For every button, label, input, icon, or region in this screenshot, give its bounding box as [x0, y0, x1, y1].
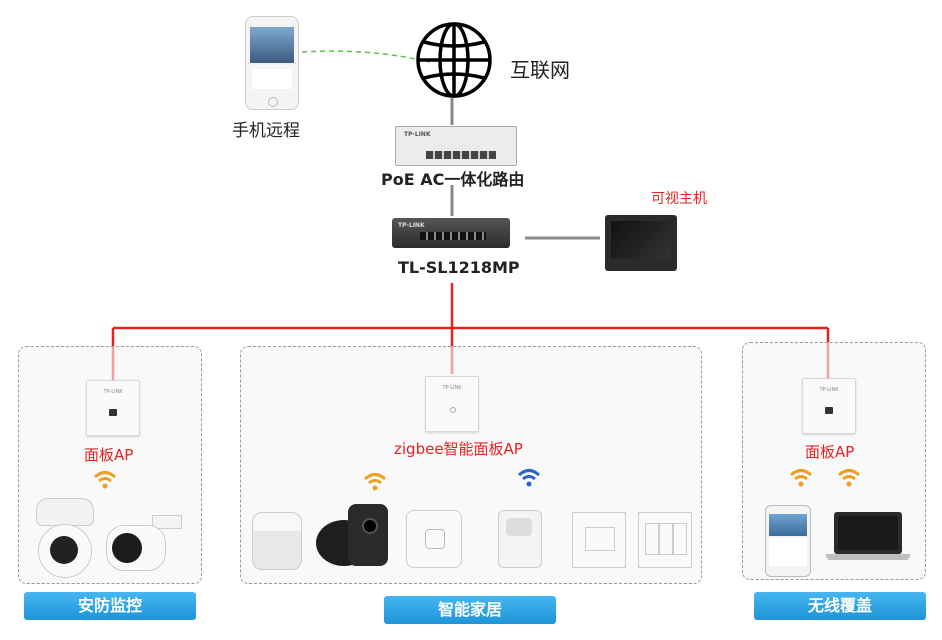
- switch-device: TP-LINK: [392, 218, 510, 248]
- category-wireless: 无线覆盖: [754, 592, 926, 620]
- wireless-panel-ap: TP-LINK: [802, 378, 856, 434]
- wifi-icon: [517, 469, 541, 487]
- category-security: 安防监控: [24, 592, 196, 620]
- router-label: PoE AC一体化路由: [381, 170, 525, 189]
- remote-link-line: [301, 50, 431, 63]
- single-switch-panel-icon: [572, 512, 626, 568]
- security-panel-ap: TP-LINK: [86, 380, 140, 436]
- router-device: TP-LINK: [395, 126, 517, 166]
- phone-remote-label: 手机远程: [232, 121, 300, 141]
- video-intercom-icon: [605, 215, 677, 271]
- triple-switch-panel-icon: [638, 512, 692, 568]
- smartphone-icon: [245, 16, 299, 110]
- security-ap-label: 面板AP: [84, 446, 134, 464]
- motion-sensor-icon: [492, 510, 552, 568]
- wifi-icon: [363, 473, 387, 491]
- wireless-ap-label: 面板AP: [805, 443, 855, 461]
- doorbell-camera-icon: [348, 504, 388, 566]
- smart-speaker-icon: [252, 512, 302, 570]
- smart-plug-icon: [406, 510, 462, 568]
- wifi-icon: [837, 469, 861, 487]
- wifi-icon: [789, 469, 813, 487]
- smartphone-icon: [765, 505, 811, 577]
- internet-label: 互联网: [510, 58, 570, 82]
- laptop-icon: [826, 512, 910, 562]
- wifi-icon: [93, 471, 117, 489]
- bullet-camera-icon: [104, 515, 184, 575]
- smart-home-ap-label: zigbee智能面板AP: [394, 440, 523, 458]
- switch-label: TL-SL1218MP: [398, 258, 520, 277]
- smart-home-panel-ap: TP-LINK: [425, 376, 479, 432]
- internet-globe-icon: [416, 22, 492, 98]
- video-host-label: 可视主机: [651, 191, 707, 207]
- category-smart-home: 智能家居: [384, 596, 556, 624]
- dome-camera-icon: [32, 498, 96, 578]
